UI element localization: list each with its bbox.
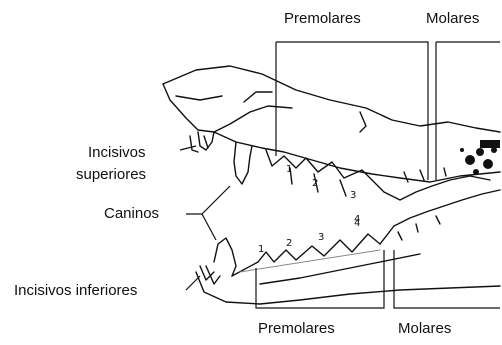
upper-tooth-numbers: 1 2 3 4 [286, 164, 360, 225]
molars-top-label: Molares [426, 10, 479, 28]
lower-molars [380, 190, 500, 244]
lower-incisors-leader [186, 276, 200, 290]
lower-number: 3 [318, 232, 324, 243]
upper-number: 3 [350, 190, 356, 201]
upper-incisor-teeth [190, 132, 214, 152]
canines-leader [186, 186, 230, 240]
mandible-outline [196, 272, 500, 304]
premolars-top-bracket [276, 42, 428, 180]
upper-premolars [266, 150, 372, 180]
lower-canine [214, 238, 236, 276]
lower-tooth-numbers: 1 2 3 4 [258, 218, 360, 255]
lower-number: 4 [354, 218, 360, 229]
lower-number: 2 [286, 238, 292, 249]
molars-bottom-label: Molares [398, 320, 451, 338]
upper-incisors-label: Incisivos [88, 144, 146, 162]
lower-incisor-teeth [200, 266, 220, 284]
lower-incisors-label: Incisivos inferiores [14, 282, 137, 300]
canines-label: Caninos [104, 205, 159, 223]
upper-incisors-leader [180, 146, 196, 150]
upper-number: 2 [312, 178, 318, 189]
nasal-region [163, 84, 292, 132]
upper-jaw-line [214, 132, 500, 182]
upper-canine [234, 142, 252, 184]
premolars-bottom-label: Premolares [258, 320, 335, 338]
premolars-bottom-bracket [256, 250, 384, 308]
upper-incisors-label-2: superiores [76, 166, 146, 184]
upper-number: 1 [286, 164, 292, 175]
upper-skull-outline [163, 66, 500, 132]
molars-bottom-bracket [394, 250, 500, 308]
premolars-top-label: Premolares [284, 10, 361, 28]
lower-number: 1 [258, 244, 264, 255]
zygomatic-shading [460, 140, 500, 175]
